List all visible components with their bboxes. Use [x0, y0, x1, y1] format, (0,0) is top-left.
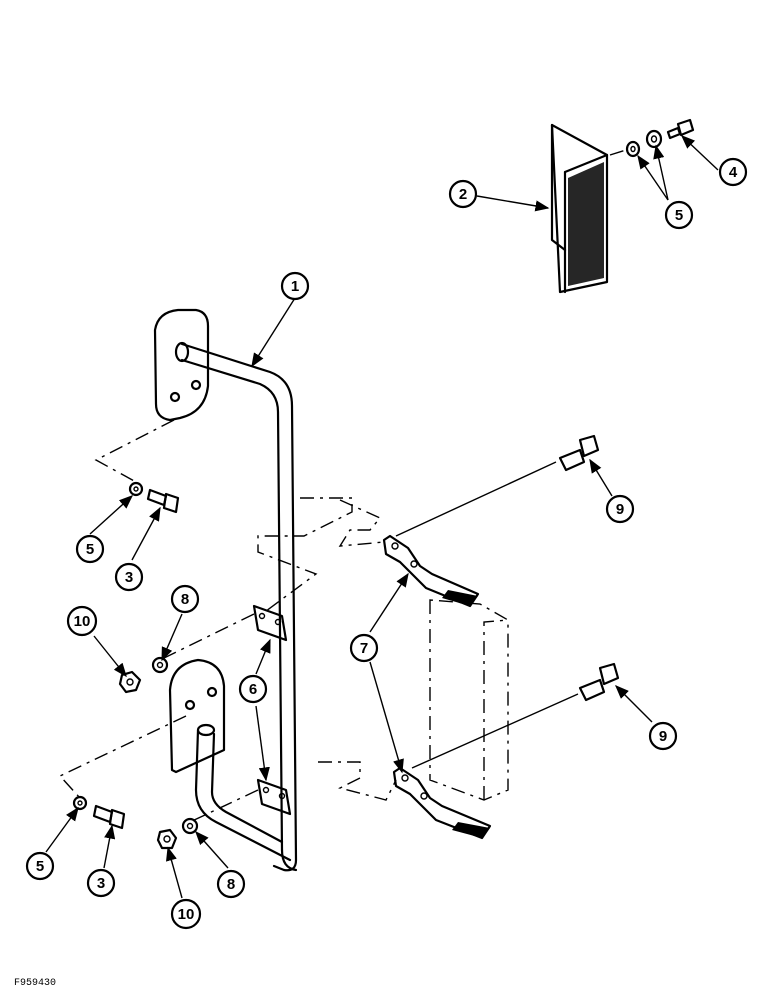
- callout-1: 1: [280, 271, 310, 301]
- callout-9: 9: [648, 721, 678, 751]
- cab-mount-block: [429, 599, 509, 801]
- callout-9: 9: [605, 494, 635, 524]
- svg-text:3: 3: [125, 569, 133, 586]
- leader-arrows: [45, 135, 719, 899]
- svg-text:5: 5: [36, 858, 44, 875]
- svg-text:8: 8: [227, 876, 235, 893]
- svg-text:5: 5: [675, 207, 683, 224]
- svg-text:3: 3: [97, 875, 105, 892]
- callout-7: 7: [349, 633, 379, 663]
- svg-text:10: 10: [74, 613, 91, 630]
- callout-10: 10: [66, 605, 98, 637]
- svg-text:10: 10: [178, 906, 195, 923]
- long-bolt-part: [395, 434, 620, 769]
- callout-4: 4: [718, 157, 748, 187]
- callout-10: 10: [170, 898, 202, 930]
- svg-text:9: 9: [616, 501, 624, 518]
- svg-text:9: 9: [659, 728, 667, 745]
- left-hardware-group: [72, 481, 199, 850]
- callout-5: 5: [25, 851, 55, 881]
- lower-bracket-part: [168, 658, 292, 862]
- svg-text:1: 1: [291, 278, 299, 295]
- callout-8: 8: [216, 869, 246, 899]
- svg-text:7: 7: [360, 640, 368, 657]
- callout-5: 5: [664, 200, 694, 230]
- angle-plate-part: [550, 123, 609, 294]
- callout-8: 8: [170, 584, 200, 614]
- svg-text:4: 4: [729, 164, 738, 181]
- svg-text:5: 5: [86, 541, 94, 558]
- callout-2: 2: [448, 179, 478, 209]
- svg-text:8: 8: [181, 591, 189, 608]
- svg-text:6: 6: [249, 681, 257, 698]
- figure-id: F959430: [14, 978, 56, 989]
- callout-5: 5: [75, 534, 105, 564]
- callout-3: 3: [114, 562, 144, 592]
- callout-6: 6: [238, 674, 268, 704]
- assembly-lines: [58, 419, 397, 823]
- handrail-part: [153, 308, 298, 872]
- svg-text:2: 2: [459, 186, 467, 203]
- top-bolt-washer-group: [609, 118, 695, 158]
- clamp-plate-part: [252, 604, 292, 816]
- strap-clamp-part: [382, 534, 492, 840]
- callout-3: 3: [86, 868, 116, 898]
